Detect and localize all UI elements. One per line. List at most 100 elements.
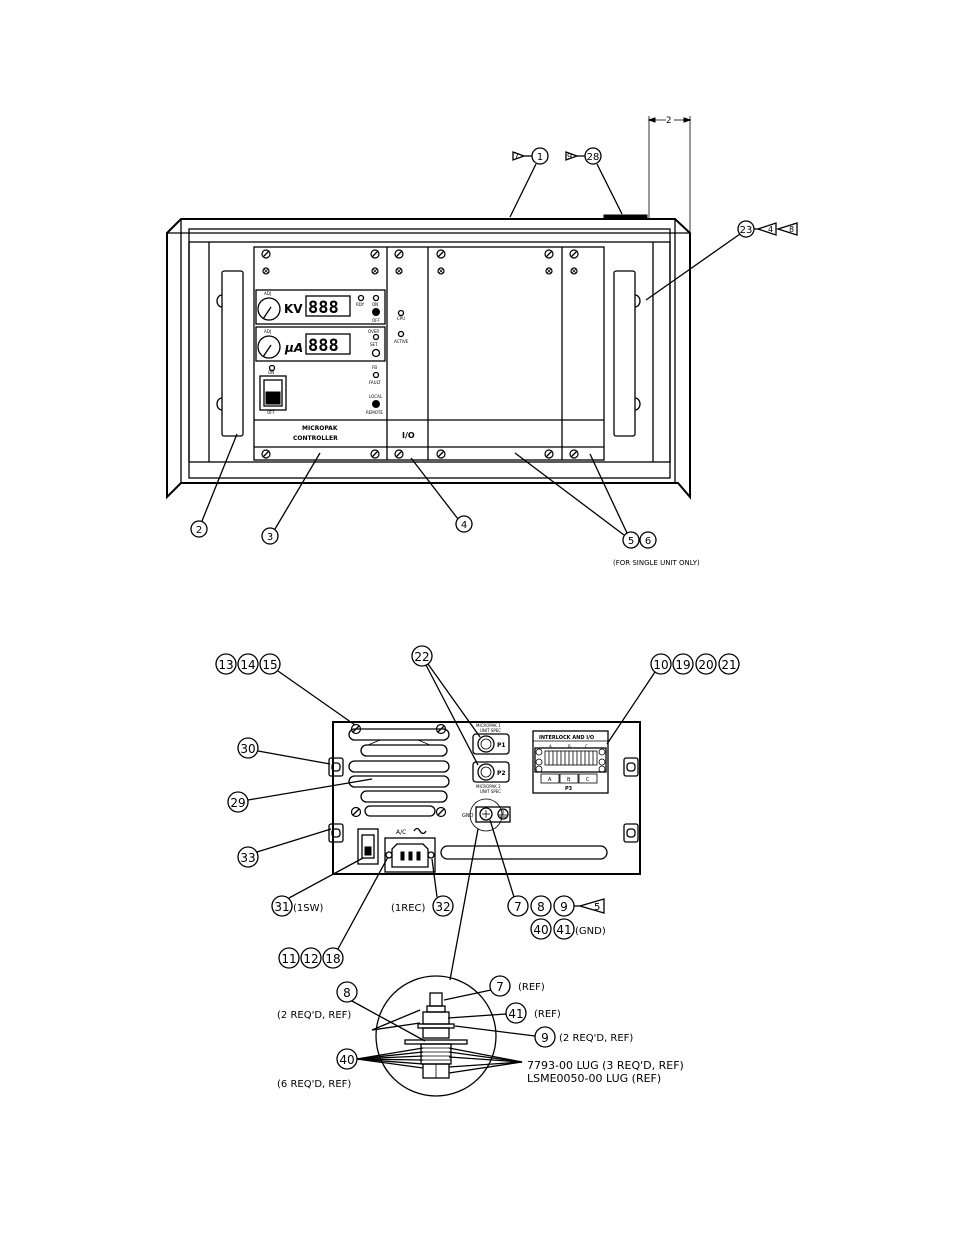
callout-23-flag2: 8 — [789, 225, 794, 234]
hv-on-button[interactable] — [372, 308, 380, 316]
svg-text:8: 8 — [343, 986, 351, 1000]
p1-label: P1 — [497, 742, 506, 749]
svg-text:32: 32 — [435, 900, 450, 914]
svg-text:11: 11 — [281, 952, 296, 966]
svg-text:30: 30 — [240, 742, 255, 756]
controller-label-line1: MICROPAK — [302, 425, 338, 432]
svg-text:15: 15 — [262, 658, 277, 672]
remote-label: REMOTE — [366, 410, 383, 415]
on-label: ON — [372, 302, 378, 307]
callout-19 — [672, 653, 694, 675]
switch-on-label: ON — [268, 370, 274, 375]
rear-view: MICROPAK 1 UNIT SPEC P1 P2 MICROPAK 2 UN… — [215, 645, 740, 981]
detail-callout-41 — [505, 1002, 527, 1024]
callout-4 — [455, 515, 473, 533]
interlock-title: INTERLOCK AND I/O — [539, 735, 594, 741]
callout-7 — [507, 895, 529, 917]
tb-col-b: B — [568, 744, 571, 749]
callout-29 — [227, 791, 249, 813]
callout-23-flag1: 4 — [768, 225, 773, 234]
ground-icon — [497, 808, 509, 820]
tb-c: C — [586, 777, 590, 783]
kv-adj-label: ADJ — [264, 291, 271, 296]
power-switch[interactable] — [259, 375, 287, 411]
tb-b: B — [567, 777, 571, 783]
ua-digits: 888 — [308, 336, 339, 356]
svg-text:18: 18 — [325, 952, 340, 966]
svg-text:22: 22 — [414, 650, 429, 664]
fault-label: FAULT — [369, 380, 381, 385]
callout-13 — [215, 653, 237, 675]
cpu-label: CPU — [397, 316, 405, 321]
svg-text:1: 1 — [537, 152, 543, 163]
io-label: I/O — [402, 431, 415, 440]
detail-callout-9 — [534, 1026, 556, 1048]
local-remote-button[interactable] — [372, 400, 380, 408]
detail-callout-40-note: (6 REQ'D, REF) — [277, 1079, 351, 1090]
ac-wave-icon — [413, 827, 427, 835]
kv-display — [305, 295, 351, 317]
ac-power-inlet[interactable] — [391, 843, 429, 868]
tb-col-c: C — [585, 744, 588, 749]
callout-15 — [259, 653, 281, 675]
active-label: ACTIVE — [394, 339, 409, 344]
fb-label: FB — [372, 365, 377, 370]
svg-text:13: 13 — [218, 658, 233, 672]
detail-callout-41-note: (REF) — [534, 1009, 561, 1020]
svg-text:41: 41 — [556, 923, 571, 937]
p2-label: P2 — [497, 770, 506, 777]
detail-view: 8 (2 REQ'D, REF) 7 (REF) 41 (REF) 9 (2 R… — [277, 975, 684, 1097]
svg-text:14: 14 — [240, 658, 255, 672]
panel-screws — [261, 249, 579, 459]
micropak2-label: MICROPAK 2 — [476, 784, 501, 789]
callout-9-flag: 5 — [594, 902, 600, 913]
callout-41-note: (GND) — [575, 926, 606, 937]
callout-32-note: (1REC) — [391, 903, 426, 914]
detail-callout-7-note: (REF) — [518, 982, 545, 993]
off-label: OFF — [372, 318, 380, 323]
svg-text:5: 5 — [628, 536, 634, 547]
over-label: OVER — [368, 329, 379, 334]
switch-off-label: OFF — [267, 410, 275, 415]
p1-connector[interactable] — [477, 735, 495, 753]
kv-label: KV — [284, 302, 303, 316]
kv-adjust-knob[interactable] — [257, 297, 281, 321]
p2-connector[interactable] — [477, 763, 495, 781]
rear-power-switch[interactable] — [357, 828, 379, 865]
callout-20 — [695, 653, 717, 675]
svg-text:21: 21 — [721, 658, 736, 672]
callout-10 — [650, 653, 672, 675]
fan-vent — [348, 728, 450, 817]
svg-text:33: 33 — [240, 851, 255, 865]
callout-3 — [261, 527, 279, 545]
callout-33 — [237, 846, 259, 868]
rdy-label: RDY — [356, 302, 365, 307]
callout-32 — [432, 895, 454, 917]
callout-1 — [531, 147, 549, 165]
callout-18 — [322, 947, 344, 969]
set-label: SET — [370, 342, 378, 347]
svg-text:23: 23 — [740, 225, 753, 236]
detail-callout-9-note: (2 REQ'D, REF) — [559, 1033, 633, 1044]
ua-adj-label: ADJ — [264, 329, 271, 334]
front-view: 2 — [166, 116, 798, 567]
local-label: LOCAL — [369, 394, 383, 399]
svg-text:9: 9 — [541, 1031, 549, 1045]
ua-adjust-knob[interactable] — [257, 335, 281, 359]
controller-label-line2: CONTROLLER — [293, 435, 338, 442]
ac-label: A/C — [396, 829, 406, 836]
callout-8 — [530, 895, 552, 917]
callout-14 — [237, 653, 259, 675]
ground-stud[interactable] — [479, 807, 493, 821]
detail-callout-7 — [489, 975, 511, 997]
callout-31-note: (1SW) — [293, 903, 323, 914]
callout-28-flag: 9 — [567, 152, 572, 161]
interlock-terminal-block[interactable] — [534, 747, 607, 773]
svg-text:2: 2 — [196, 525, 202, 536]
set-button[interactable] — [371, 348, 381, 358]
detail-callout-8 — [336, 981, 358, 1003]
svg-text:6: 6 — [645, 536, 651, 547]
svg-text:19: 19 — [675, 658, 690, 672]
callout-31 — [271, 895, 293, 917]
